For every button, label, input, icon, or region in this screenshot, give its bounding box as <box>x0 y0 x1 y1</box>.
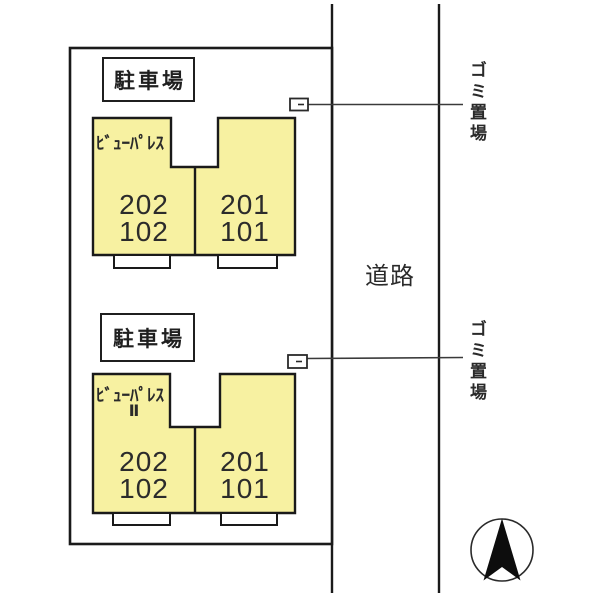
north-compass-icon <box>470 518 534 582</box>
building-1-left-unit-numbers: 202 102 <box>93 189 195 247</box>
garbage-station-marker-icon <box>289 97 309 112</box>
building-1-name: ﾋﾞｭｰﾊﾟﾚｽ <box>96 134 164 153</box>
unit-number: 102 <box>119 473 169 504</box>
parking-area-label-1: 駐車場 <box>102 57 195 102</box>
building-2-right-unit-numbers: 201 101 <box>195 446 295 504</box>
unit-number: 102 <box>119 216 169 247</box>
garbage-area-label-bottom: ゴミ置場 <box>467 320 486 404</box>
building-2-name-line1: ﾋﾞｭｰﾊﾟﾚｽ <box>96 386 164 405</box>
garbage-connector-line-bottom <box>304 356 464 360</box>
garbage-station-marker-icon <box>287 354 308 369</box>
unit-number: 101 <box>220 473 270 504</box>
unit-number: 101 <box>220 216 270 247</box>
building-1-right-unit-numbers: 201 101 <box>195 189 295 247</box>
building-2-right-entrance-step <box>220 512 278 526</box>
building-2-left-entrance-step <box>112 512 171 526</box>
garbage-area-label-top: ゴミ置場 <box>467 61 486 145</box>
parking-area-label-2: 駐車場 <box>100 313 195 362</box>
unit-number: 201 <box>220 189 270 220</box>
building-2-name: ﾋﾞｭｰﾊﾟﾚｽ Ⅱ <box>96 386 172 420</box>
building-2-name-line2: Ⅱ <box>128 403 140 420</box>
building-1-right-entrance-step <box>217 254 278 269</box>
unit-number: 202 <box>119 189 169 220</box>
building-1-left-entrance-step <box>113 254 171 269</box>
unit-number: 201 <box>220 446 270 477</box>
road-label: 道路 <box>365 263 415 290</box>
building-2-left-unit-numbers: 202 102 <box>93 446 195 504</box>
unit-number: 202 <box>119 446 169 477</box>
